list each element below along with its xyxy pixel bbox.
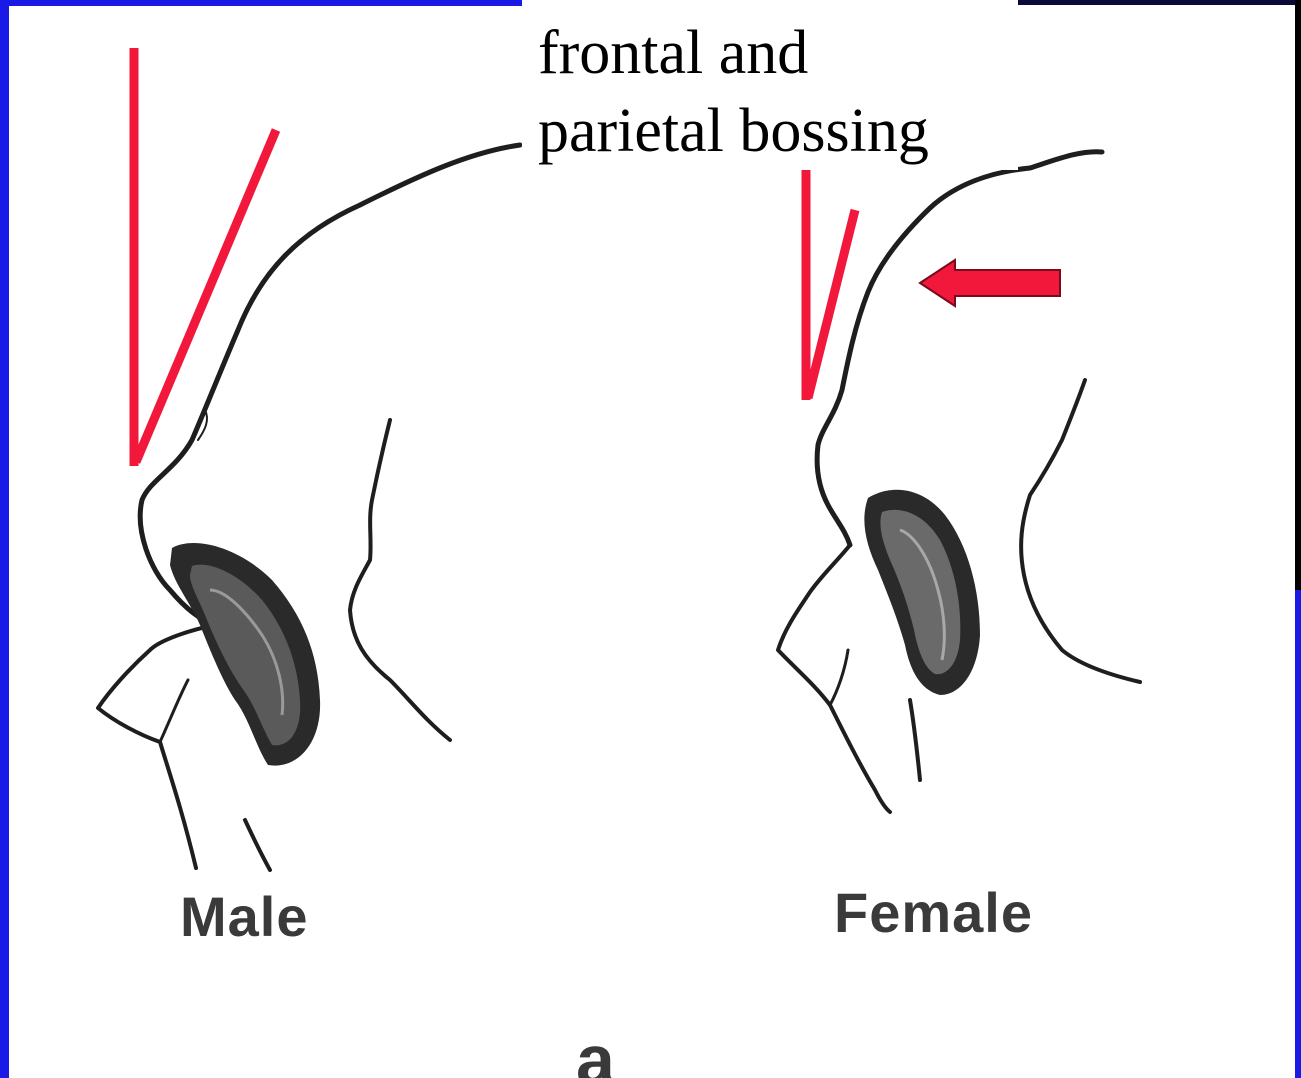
female-label: Female xyxy=(834,880,1033,945)
male-label: Male xyxy=(180,884,309,949)
frame-left-blue xyxy=(0,0,9,1078)
caption-line-2: parietal bossing xyxy=(538,92,929,170)
frame-right-blue xyxy=(1295,590,1301,1078)
caption-line-1: frontal and xyxy=(538,14,929,92)
caption-frontal-parietal-bossing: frontal and parietal bossing xyxy=(538,14,929,170)
frame-right-dark xyxy=(1295,0,1301,590)
panel-label: a xyxy=(576,1020,615,1078)
frame-top-dark xyxy=(1018,0,1301,5)
frame-top-blue xyxy=(0,0,522,6)
